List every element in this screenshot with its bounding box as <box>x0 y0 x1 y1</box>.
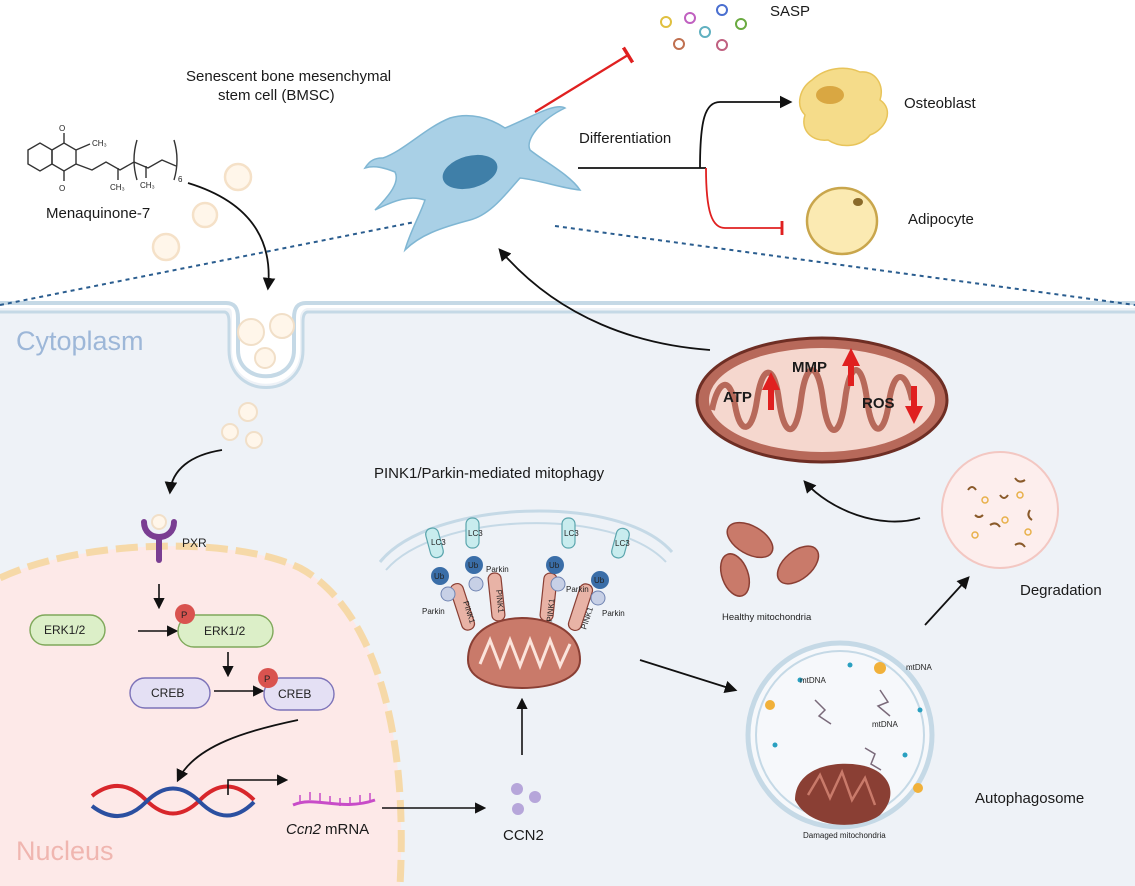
erk-p-label: ERK1/2 <box>204 624 246 638</box>
ub-label-3: Ub <box>549 561 560 570</box>
phagophore-membrane-inner <box>385 522 667 571</box>
zoom-line-right <box>554 225 1135 306</box>
erk-box <box>29 614 106 646</box>
mmp-label: MMP <box>792 359 827 376</box>
atp-label: ATP <box>723 389 752 406</box>
mtdna-label-3: mtDNA <box>872 720 898 729</box>
ccn2-particles <box>511 783 541 815</box>
cytoplasm-label: Cytoplasm <box>16 326 144 356</box>
structure-ch3-2: CH₃ <box>140 181 155 190</box>
creb-p-label: CREB <box>278 687 311 701</box>
compound-label: Menaquinone-7 <box>46 205 150 222</box>
differentiation-label: Differentiation <box>579 130 671 147</box>
to-healthy-mito-arrow <box>803 480 921 523</box>
mrna-suffix-label: mRNA <box>325 821 369 838</box>
to-bmsc-arrow <box>498 248 711 351</box>
sasp-particles <box>660 4 747 51</box>
bmsc-cell <box>363 106 582 253</box>
parkin-label-3: Parkin <box>566 585 589 594</box>
dna-helix <box>90 783 256 819</box>
degradation-label: Degradation <box>1020 582 1102 599</box>
menaquinone-structure <box>27 133 178 181</box>
adipocyte-inhibit-arrow <box>705 167 784 236</box>
uptake-arrow <box>187 182 276 291</box>
autophagosome <box>745 640 935 830</box>
lc3-label-4: LC3 <box>615 539 630 548</box>
ros-label: ROS <box>862 395 895 412</box>
mitophagy-title: PINK1/Parkin-mediated mitophagy <box>374 465 605 482</box>
lc3-label-3: LC3 <box>564 529 579 538</box>
adipocyte-cell <box>805 186 879 256</box>
erk-phospho-badge <box>175 604 195 624</box>
autophagosome-label: Autophagosome <box>975 790 1084 807</box>
ros-down-arrow <box>905 386 923 424</box>
healthy-mito-label: Healthy mitochondria <box>722 612 812 623</box>
structure-o-bottom: O <box>59 184 65 193</box>
osteoblast-arrow <box>699 95 793 169</box>
erk-label: ERK1/2 <box>44 623 86 637</box>
pink1-label-2: PINK1 <box>494 589 505 613</box>
adipocyte-label: Adipocyte <box>908 211 974 228</box>
phagophore-membrane-outer <box>378 509 674 563</box>
creb-phospho-badge <box>258 668 278 688</box>
mrna-gene-label: Ccn2 <box>286 821 322 838</box>
osteoblast-label: Osteoblast <box>904 95 977 112</box>
creb-phospho-label: P <box>264 674 270 685</box>
bmsc-title-line2: stem cell (BMSC) <box>218 87 335 104</box>
structure-ch3-1: CH₃ <box>110 183 125 192</box>
pink1-group <box>449 572 594 632</box>
damaged-mito-label: Damaged mitochondria <box>803 831 886 840</box>
creb-box <box>129 677 211 709</box>
nucleus-label: Nucleus <box>16 836 114 866</box>
pink1-label-3: PINK1 <box>545 598 556 622</box>
lc3-label-2: LC3 <box>468 529 483 538</box>
creb-p-box <box>263 677 335 711</box>
structure-o-top: O <box>59 124 65 133</box>
parkin-label-4: Parkin <box>602 609 625 618</box>
zoom-line-left <box>0 221 416 306</box>
atp-up-arrow <box>762 372 780 410</box>
mtdna-label-1: mtDNA <box>800 676 826 685</box>
erk-p-box <box>177 614 274 648</box>
ub-label-4: Ub <box>594 576 605 585</box>
vesicles-top <box>151 162 253 262</box>
rejuvenated-mitochondrion <box>695 336 949 464</box>
erk-phospho-label: P <box>181 610 187 621</box>
parkin-label-1: Parkin <box>422 607 445 616</box>
to-degradation-arrow <box>924 576 970 626</box>
ubiquitin-lc3-units <box>425 517 630 606</box>
endocytic-vesicles <box>221 313 295 449</box>
mtdna-label-2: mtDNA <box>906 663 932 672</box>
structure-ch3-top: CH₃ <box>92 139 107 148</box>
ub-label-1: Ub <box>434 572 445 581</box>
mmp-up-arrow <box>842 348 860 386</box>
to-autophagosome-arrow <box>639 659 738 693</box>
sasp-label: SASP <box>770 3 810 20</box>
ccn2-mrna <box>292 792 376 807</box>
healthy-mitochondria <box>719 521 820 597</box>
ub-label-2: Ub <box>468 561 479 570</box>
transcription-arrow <box>227 774 289 795</box>
to-pxr-arrow <box>164 449 223 495</box>
pxr-receptor <box>141 514 177 563</box>
ccn2-label: CCN2 <box>503 827 544 844</box>
bmsc-title-line1: Senescent bone mesenchymal <box>186 68 391 85</box>
osteoblast-cell <box>798 67 889 147</box>
sasp-inhibit-arrow <box>534 46 635 113</box>
structure-subscript: 6 <box>178 175 183 184</box>
pxr-label: PXR <box>182 536 207 550</box>
lysosome <box>941 451 1059 569</box>
lc3-label-1: LC3 <box>431 538 446 547</box>
creb-label: CREB <box>151 686 184 700</box>
mitophagy-mitochondrion <box>466 616 582 690</box>
creb-to-dna-arrow <box>176 719 299 783</box>
parkin-label-2: Parkin <box>486 565 509 574</box>
